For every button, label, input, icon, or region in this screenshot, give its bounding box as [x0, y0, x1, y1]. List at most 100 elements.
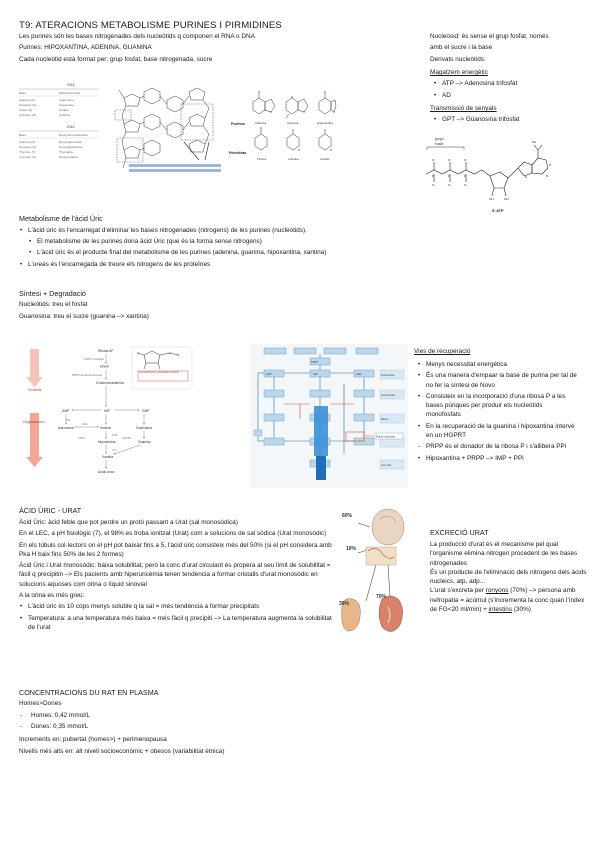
dna-cell: Cytosine (C) — [19, 155, 36, 159]
conc-line-2: Increments en: pubertat (homes>) + perim… — [19, 736, 167, 743]
node-prpp-amido: PRPP amidotransferasa — [72, 373, 102, 377]
rna-cell: Adenosine — [59, 98, 74, 102]
svg-text:OH: OH — [489, 197, 494, 201]
svg-text:N: N — [546, 174, 548, 178]
svg-text:O: O — [432, 158, 435, 162]
pyrimidine-name-1: Timina — [257, 157, 266, 161]
energy-list: ATP –> Adenosina trifosfat AD — [433, 80, 517, 101]
rna-cell: Guanine (G) — [19, 103, 36, 107]
pathway-arrows — [65, 354, 145, 469]
pyrimidine-name-2: Citosina — [288, 157, 299, 161]
acid-uric-line: En els túbuls col·lectors on el pH pot b… — [19, 541, 332, 558]
node-acido-urico: Ácido úrico — [98, 470, 114, 474]
purine-name-2: Guanina — [287, 121, 299, 125]
intestine-shape — [365, 546, 397, 566]
conc-line-3: Nivells més alts en: alt nivell socioeco… — [19, 748, 225, 755]
intro-line-1: Les purines són les bases nitrogenades d… — [19, 33, 255, 40]
node-prpp-sintetasa: PRPP sintetasa — [84, 357, 104, 361]
intro-line-3: Cada nucleòtid està format per: grup fos… — [19, 56, 213, 63]
salvage-box-text: IMP — [313, 372, 318, 376]
node-inosina: Inosina — [100, 426, 111, 430]
intro-line-2: Purines: HIPOXANTINA, ADENINA, GUANINA — [19, 44, 152, 51]
rna-cell: Uracil (U) — [19, 108, 32, 112]
dna-label: DNA — [67, 125, 75, 129]
salvage-pool — [316, 456, 326, 480]
vies-item: És una manera d'empaar la base de purina… — [417, 371, 577, 390]
svg-text:O: O — [432, 183, 435, 187]
conc-item: Homes: 0,42 mmol/L — [19, 712, 90, 720]
excrecio-para-c: (30%) — [512, 605, 531, 613]
salvage-figure: Nucleotides Nucleosides Bases Uric acid … — [250, 344, 408, 488]
svg-text:N: N — [549, 163, 551, 167]
node-adenosina: Adenosina — [58, 426, 74, 430]
dna-strand-structure — [118, 87, 210, 169]
purine-nitrogens — [264, 109, 335, 113]
vies-item: PRPP és el donador de la ribosa P i s'al… — [417, 442, 577, 452]
signal-item: GPT –> Güanosina trifosfat — [433, 116, 520, 124]
rna-cell: Guanosine — [59, 103, 74, 107]
salvage-side-text: Nucleotides — [381, 373, 395, 377]
enzyme-label: PNP — [112, 433, 118, 437]
dna-cell: Deoxycytidine — [59, 155, 79, 159]
acid-uric-line: Àcid Úric: àcid feble que pot perdre un … — [19, 519, 238, 526]
conc-heading: CONCENTRACIONS DU RAT EN PLASMA — [19, 688, 159, 697]
metab-subitem: El metabolisme de les purines dona àcid … — [19, 238, 326, 246]
pyrimidine-rings — [254, 129, 332, 151]
enzyme-label: APRT — [78, 436, 85, 440]
purine-rings — [252, 93, 337, 119]
dna-cell: Guanine (G) — [19, 145, 36, 149]
synthesis-arrow — [30, 349, 39, 377]
pathway-figure-svg: Síntesis Degradación Ribosa-5P PRPP sint… — [23, 346, 193, 474]
grupo-label-1: grupo — [435, 137, 444, 141]
svg-text:P: P — [464, 174, 466, 178]
conc-item: Dones: 0,35 mmol/L — [19, 723, 90, 731]
pct-mid: 10% — [346, 546, 357, 552]
salvage-figure-svg: Nucleotides Nucleosides Bases Uric acid … — [250, 344, 408, 488]
excretion-figure-svg: 60% 10% 30% 70% — [339, 508, 405, 632]
dna-cell: Deoxyribonucleoside — [59, 133, 88, 137]
rna-cell: Cytidine — [59, 113, 70, 117]
purine-name-1: Adenina — [255, 121, 266, 125]
conc-list: Homes: 0,42 mmol/L Dones: 0,35 mmol/L — [19, 712, 90, 732]
gut-shape — [341, 598, 361, 632]
prpp-inset — [131, 346, 193, 390]
enzyme-label: XO — [112, 448, 116, 452]
salvage-box-text: PRPP — [311, 360, 318, 364]
sintesi-line-1: Nucleòtids: treu el fosfat — [19, 301, 88, 308]
salvage-legend: Pop de nucleòtids — [376, 436, 396, 439]
vies-item: En la recuperació de la guanina i hipoxa… — [417, 422, 577, 441]
rna-cell: Base — [19, 91, 26, 95]
dna-cell: Deoxyadenosine — [59, 140, 82, 144]
excrecio-ronyons: ronyons — [485, 587, 509, 595]
pathway-enzymes: 5'N ADA PNP XO HGPRT APRT — [66, 418, 132, 452]
signal-title: Transmissió de senyals — [430, 105, 497, 112]
salvage-box-text: GMP — [356, 372, 362, 376]
acid-uric-line: A la orina es més greu: — [19, 591, 85, 599]
svg-text:O: O — [464, 183, 467, 187]
node-hipoxantina: Hipoxantina — [98, 440, 116, 444]
vies-item: Hipoxantina + PRPP –> IMP + PPi — [417, 454, 577, 464]
enzyme-label: HGPRT — [122, 436, 132, 440]
energy-item: AD — [433, 92, 517, 100]
energy-item: ATP –> Adenosina trifosfat — [433, 80, 517, 88]
svg-text:N: N — [525, 175, 527, 179]
degradation-label: Degradación — [23, 420, 45, 424]
purine-atoms — [258, 91, 326, 98]
pyrimidine-atoms — [260, 127, 332, 151]
page-title: T9: ATERACIONS METABOLISME PURINES I PIR… — [19, 20, 282, 31]
pyrimidines-label: Pirimidinas — [229, 151, 246, 155]
prpp-inset-label: 5-Fosforibosil-1-pirofosfato (PRPP) — [139, 371, 180, 374]
acid-uric-heading: ÀCID ÚRIC - URAT — [19, 506, 82, 515]
node-amp: AMP — [62, 409, 70, 413]
kidney-shape — [378, 595, 403, 632]
highlight-boxes — [114, 103, 214, 163]
node-guanosina: Guanosina — [136, 426, 152, 430]
salvage-side-labels — [379, 369, 405, 470]
sintesi-line-2: Guanosina: treu el sucre (guanina –> xan… — [19, 313, 149, 320]
salvage-side-text: Bases — [381, 417, 389, 421]
pyrimidine-name-3: Uracilo — [320, 157, 330, 161]
